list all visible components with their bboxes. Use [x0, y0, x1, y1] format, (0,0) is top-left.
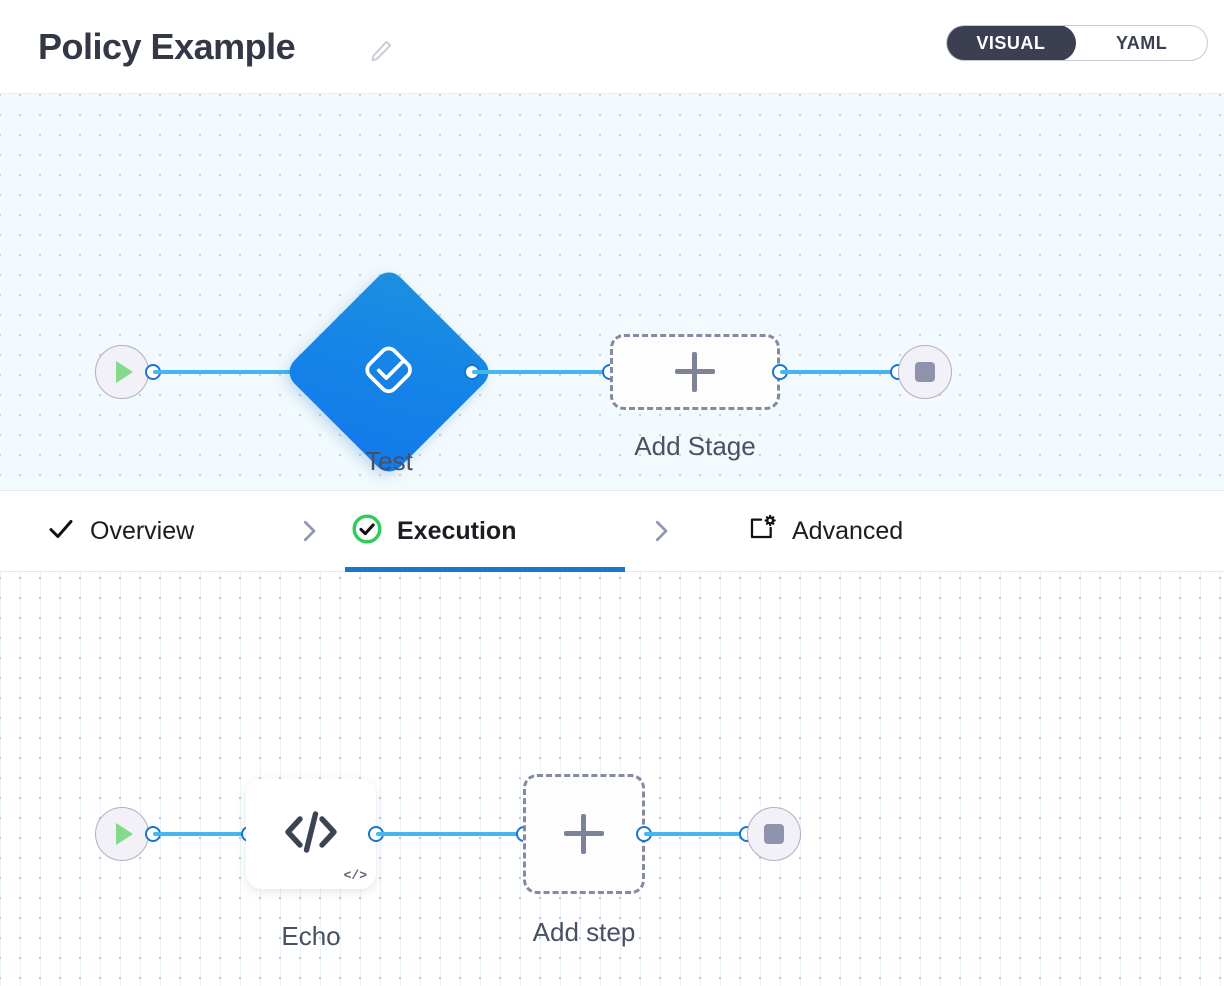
step-end-node[interactable] — [747, 807, 801, 861]
window-gear-icon — [746, 513, 778, 550]
chevron-right-icon-1 — [294, 509, 324, 553]
add-step-button[interactable] — [523, 774, 645, 894]
check-icon — [46, 514, 76, 549]
edge-echo-addstep — [376, 832, 524, 836]
mode-toggle-visual[interactable]: VISUAL — [947, 26, 1077, 60]
stop-icon — [915, 362, 935, 382]
edge-start-test — [153, 370, 311, 374]
stage-start-node[interactable] — [95, 345, 149, 399]
plus-icon — [564, 814, 604, 854]
play-icon — [116, 361, 133, 383]
code-icon — [280, 806, 342, 863]
approval-check-icon — [361, 342, 417, 403]
stop-icon — [764, 824, 784, 844]
page-header: Policy Example VISUAL YAML — [0, 0, 1224, 94]
pencil-icon[interactable] — [368, 38, 394, 64]
step-tabbar: Overview Execution Advanced — [0, 490, 1224, 572]
step-node-echo-label: Echo — [281, 921, 341, 951]
add-step-label: Add step — [532, 917, 636, 947]
chevron-right-icon-2 — [646, 509, 676, 553]
code-badge: </> — [343, 868, 367, 883]
tab-overview[interactable]: Overview — [40, 491, 270, 572]
add-stage-button[interactable] — [610, 334, 780, 410]
stage-canvas[interactable]: Test Add Stage — [0, 94, 1224, 490]
tab-advanced-label: Advanced — [792, 517, 904, 545]
add-stage-label: Add Stage — [634, 431, 756, 461]
plus-icon — [675, 352, 715, 392]
tab-execution[interactable]: Execution — [345, 491, 625, 572]
stage-node-test[interactable] — [282, 265, 496, 479]
step-node-echo[interactable]: </> — [246, 779, 376, 889]
mode-toggle-yaml[interactable]: YAML — [1115, 32, 1168, 53]
step-canvas[interactable]: </> Echo Add step — [0, 572, 1224, 986]
play-icon — [116, 823, 133, 845]
edge-start-echo — [153, 832, 251, 836]
check-circle-icon — [351, 513, 383, 550]
page-title: Policy Example — [38, 26, 296, 67]
stage-end-node[interactable] — [898, 345, 952, 399]
tab-advanced[interactable]: Advanced — [740, 491, 960, 572]
edge-addstep-end — [644, 832, 748, 836]
edge-addstage-end — [780, 370, 898, 374]
stage-node-test-label: Test — [365, 446, 413, 476]
step-start-node[interactable] — [95, 807, 149, 861]
tab-execution-label: Execution — [397, 517, 517, 545]
edge-test-addstage — [472, 370, 612, 374]
mode-toggle[interactable]: VISUAL YAML — [946, 25, 1208, 61]
tab-overview-label: Overview — [90, 517, 195, 545]
